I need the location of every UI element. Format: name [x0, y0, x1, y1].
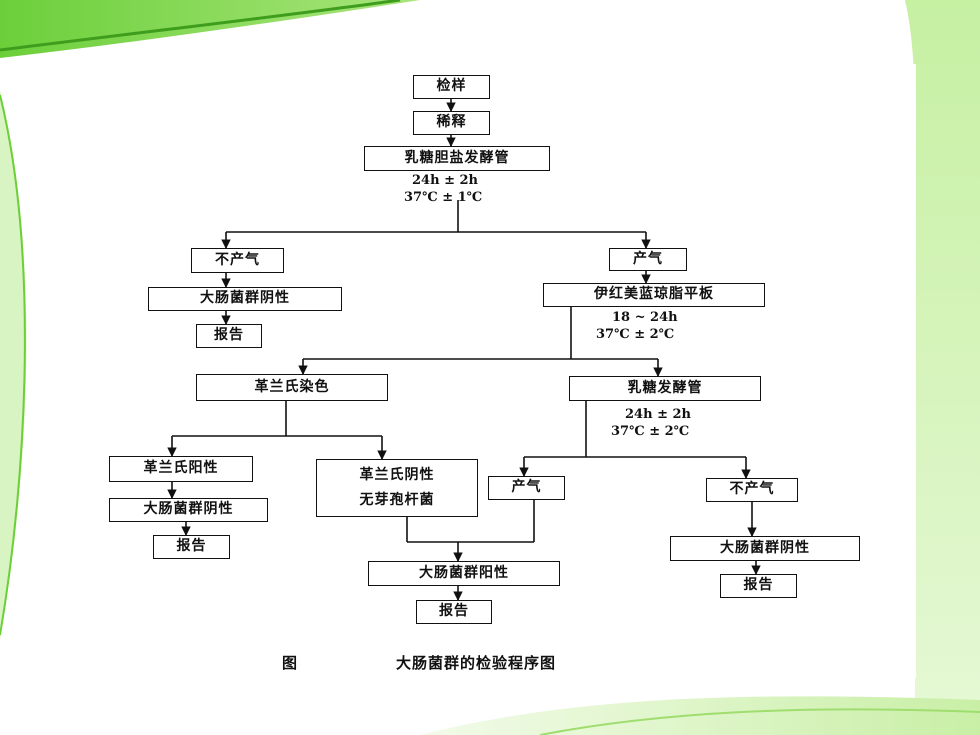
node-dilute: 稀释: [413, 111, 490, 135]
left-curve-decoration: [0, 90, 27, 640]
node-coliform-negative-2: 大肠菌群阴性: [109, 498, 268, 522]
node-coliform-negative-1: 大肠菌群阴性: [148, 287, 342, 311]
node-coliform-negative-3: 大肠菌群阴性: [670, 536, 860, 561]
condition-emb-time: 18 ~ 24h: [612, 310, 678, 325]
node-gas-2: 产气: [488, 476, 565, 500]
right-green-band-decoration: [905, 0, 980, 735]
condition-lactose: 24h ± 2h 37℃ ± 2℃: [611, 406, 691, 440]
node-lactose-tube: 乳糖发酵管: [569, 376, 761, 401]
condition-first-temp: 37℃ ± 1℃: [404, 190, 483, 205]
node-no-gas-2: 不产气: [706, 478, 798, 502]
node-report-4: 报告: [416, 600, 492, 624]
bottom-swoosh-decoration: [420, 696, 980, 735]
condition-lactose-temp: 37℃ ± 2℃: [611, 424, 690, 439]
node-report-1: 报告: [196, 324, 262, 348]
flowchart-connectors: [167, 99, 761, 601]
figure-title: 大肠菌群的检验程序图: [396, 654, 557, 672]
node-sample: 检样: [413, 75, 490, 99]
node-gram-positive: 革兰氏阳性: [109, 456, 253, 482]
node-lactose-bile-tube: 乳糖胆盐发酵管: [364, 146, 550, 171]
condition-lactose-time: 24h ± 2h: [625, 407, 691, 422]
condition-first-time: 24h ± 2h: [412, 173, 478, 188]
condition-emb-temp: 37℃ ± 2℃: [596, 327, 675, 342]
top-left-swoosh-decoration: [0, 0, 420, 58]
node-gram-negative-line1: 革兰氏阴性: [359, 466, 435, 483]
node-gram-negative: 革兰氏阴性 无芽孢杆菌: [316, 459, 478, 517]
node-report-2: 报告: [153, 535, 230, 559]
node-gram-stain: 革兰氏染色: [196, 374, 388, 401]
condition-emb: 18 ~ 24h 37℃ ± 2℃: [596, 309, 678, 343]
condition-first: 24h ± 2h 37℃ ± 1℃: [404, 172, 482, 206]
node-gas-1: 产气: [609, 248, 687, 271]
node-coliform-positive: 大肠菌群阳性: [368, 561, 560, 586]
node-report-3: 报告: [720, 574, 797, 598]
flowchart-panel: 检样 稀释 乳糖胆盐发酵管 24h ± 2h 37℃ ± 1℃ 不产气 产气 大…: [66, 64, 916, 678]
node-emb-agar: 伊红美蓝琼脂平板: [543, 283, 765, 307]
figure-label: 图: [282, 654, 299, 672]
node-no-gas-1: 不产气: [191, 248, 284, 273]
node-gram-negative-line2: 无芽孢杆菌: [359, 492, 435, 508]
